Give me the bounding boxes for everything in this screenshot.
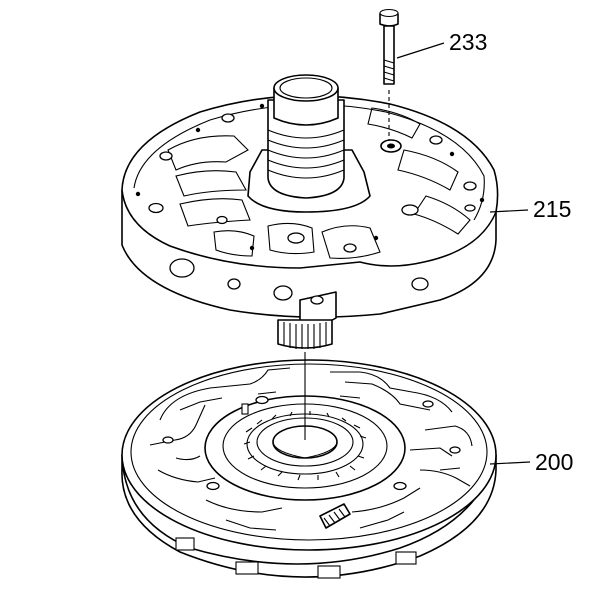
callout-233: 233 [396,29,487,59]
callout-label-215: 215 [533,196,571,222]
callout-label-200: 200 [535,449,573,475]
callout-215: 215 [489,196,571,222]
callout-label-233: 233 [449,29,487,55]
pump-body [121,359,497,579]
alignment-lines [304,90,390,440]
pump-cover [121,74,499,349]
spring-insert [319,503,351,529]
callout-200: 200 [489,449,573,475]
bolt-233 [379,8,399,85]
